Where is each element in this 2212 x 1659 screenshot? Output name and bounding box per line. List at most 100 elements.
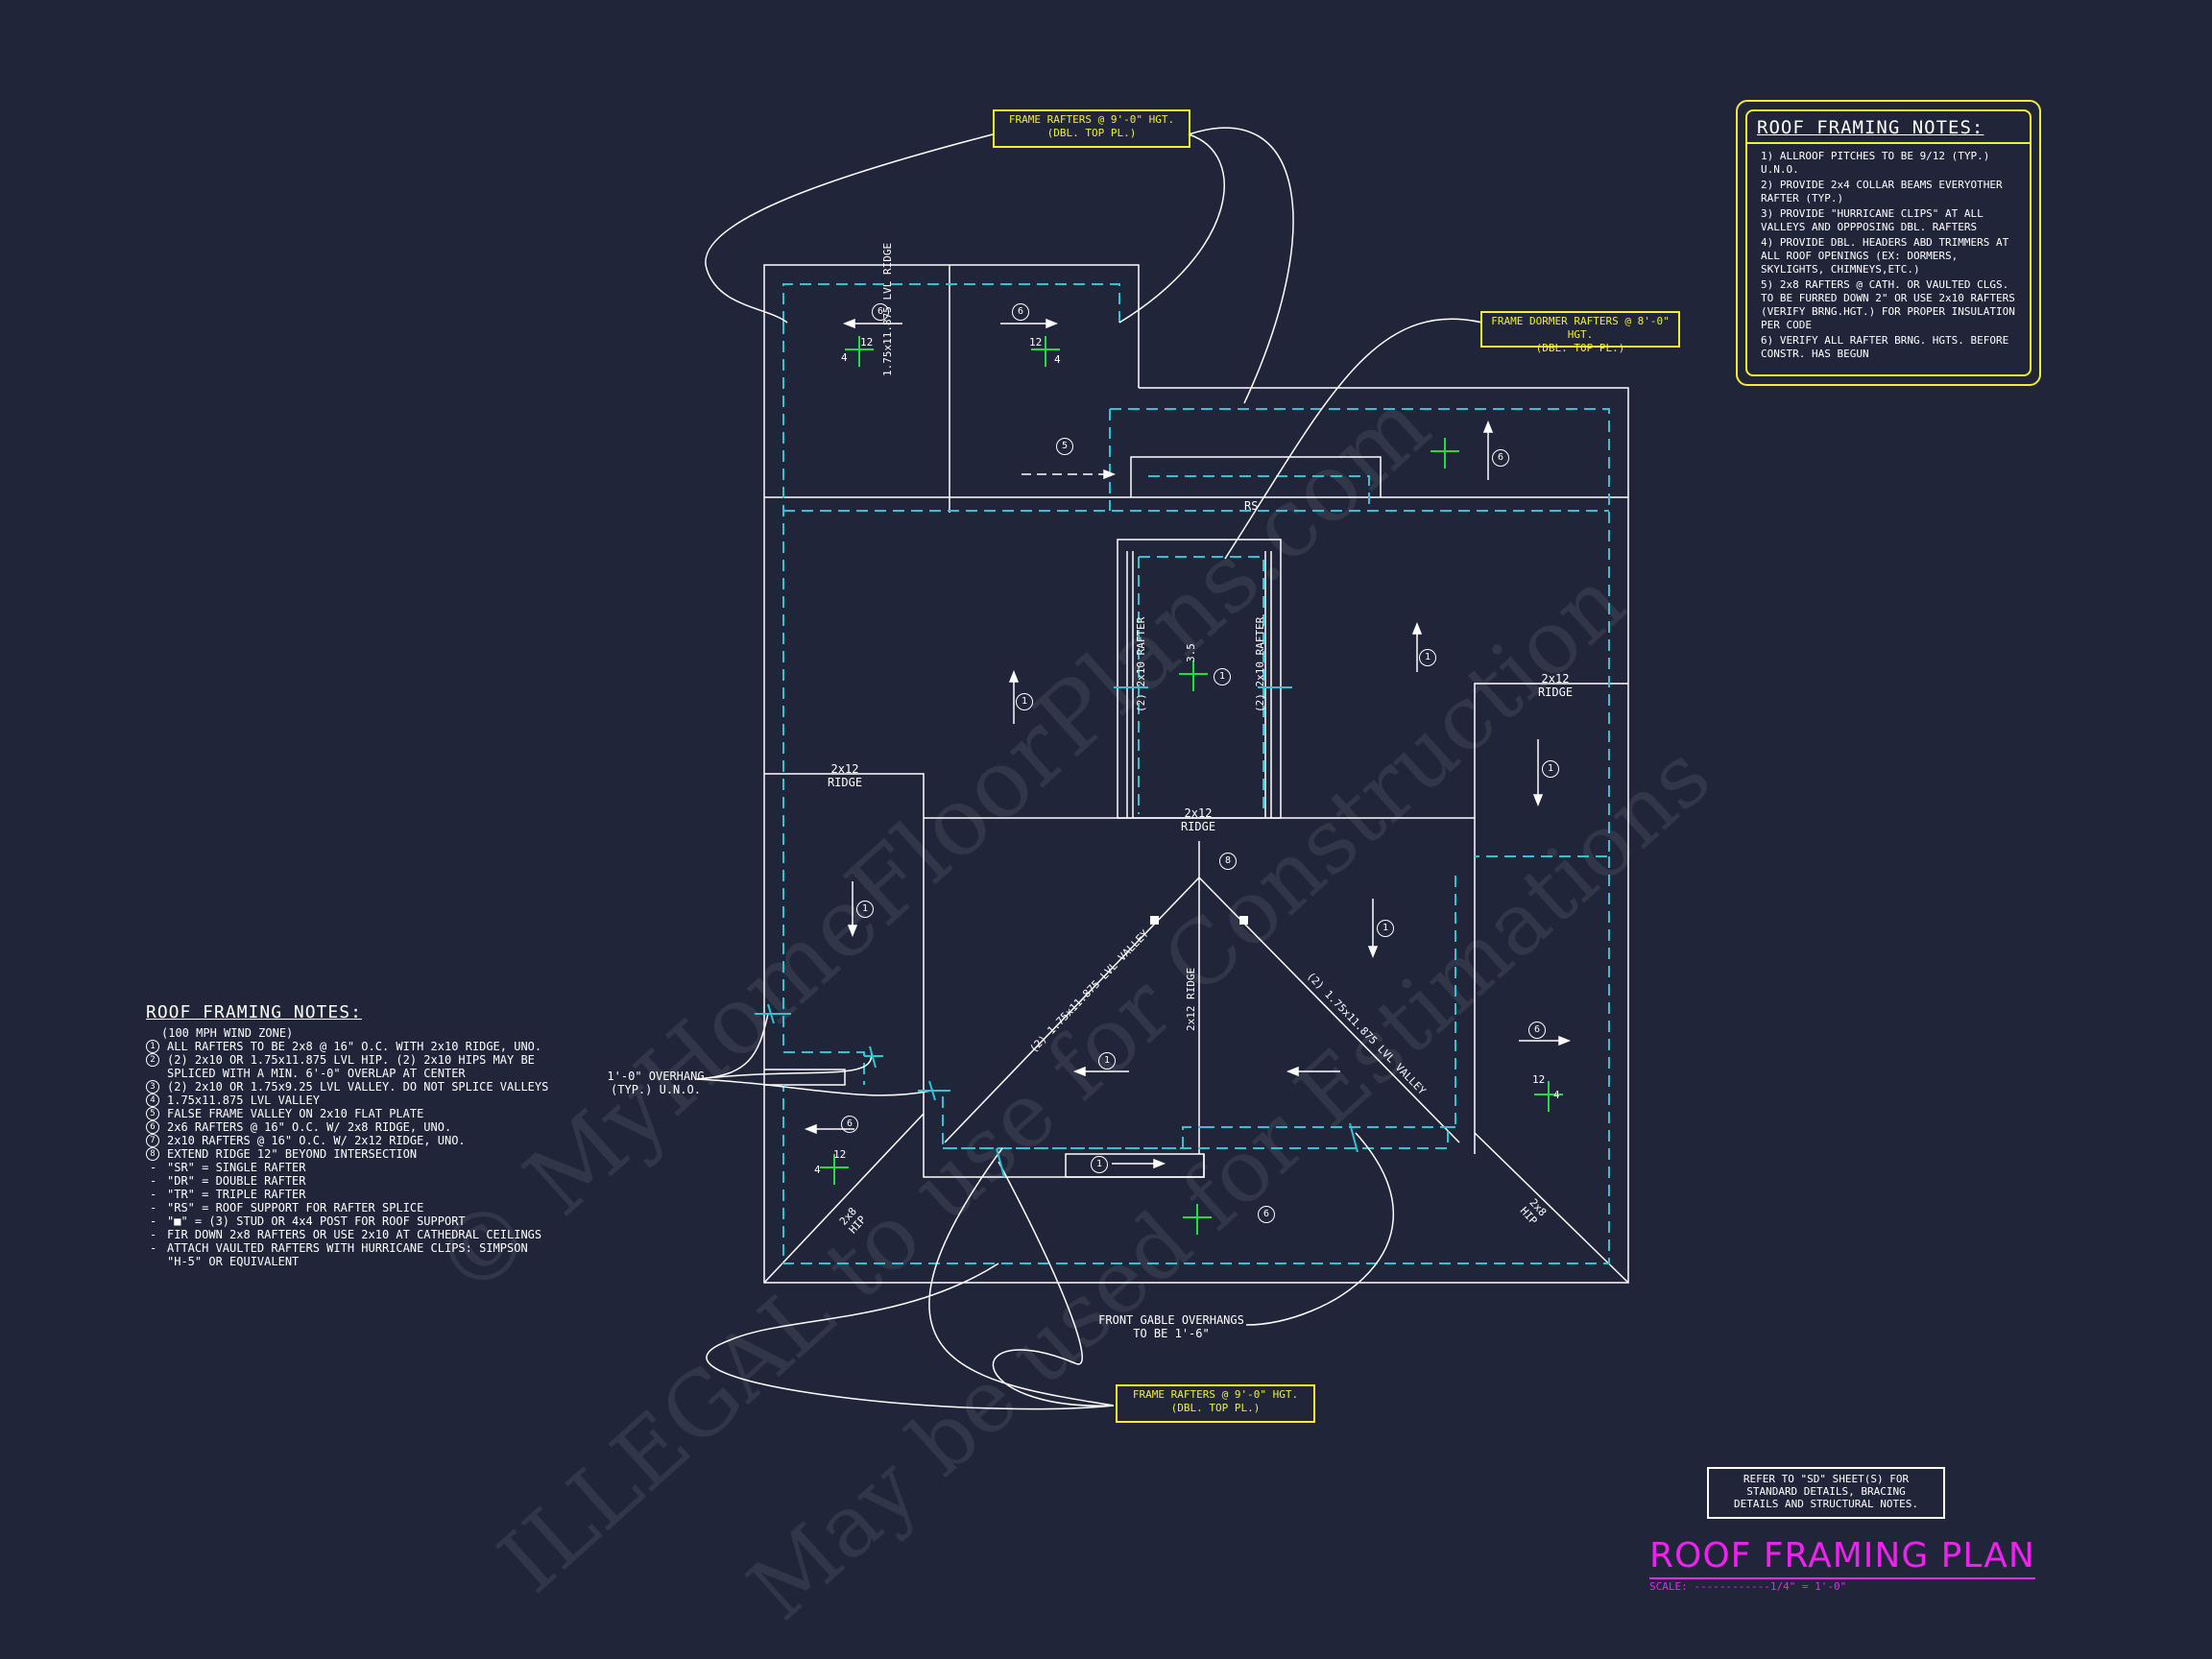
refer-sd-note: REFER TO "SD" SHEET(S) FOR STANDARD DETA…: [1707, 1467, 1945, 1519]
left-notes-subtitle: (100 MPH WIND ZONE): [161, 1026, 294, 1040]
note-text: "RS" = ROOF SUPPORT FOR RAFTER SPLICE: [167, 1201, 424, 1214]
mark-circle: 6: [1012, 303, 1029, 321]
mark-circle: 1: [1091, 1156, 1108, 1173]
note-text: 2x6 RAFTERS @ 16" O.C. W/ 2x8 RIDGE, UNO…: [167, 1120, 452, 1134]
left-notes-title: ROOF FRAMING NOTES:: [146, 1002, 362, 1022]
note-text: (2) 2x10 OR 1.75x9.25 LVL VALLEY. DO NOT…: [167, 1080, 549, 1094]
clip-marks: [755, 686, 1358, 1178]
left-note-item: -FIR DOWN 2x8 RAFTERS OR USE 2x10 AT CAT…: [146, 1228, 549, 1241]
pitch-rise: 12: [1532, 1073, 1546, 1086]
notes-panel-item: 2) PROVIDE 2x4 COLLAR BEAMS EVERYOTHER R…: [1761, 179, 2003, 204]
note-mark: 8: [146, 1147, 159, 1161]
mark-circle: 1: [1214, 668, 1231, 685]
mark-circle: 1: [1542, 760, 1559, 778]
mark-circle: 6: [841, 1116, 858, 1133]
roof-framing-notes-left: ROOF FRAMING NOTES: (100 MPH WIND ZONE) …: [146, 1002, 549, 1268]
pitch-35-label: 3.5: [1185, 643, 1197, 662]
gable-note-line2: TO BE 1'-6": [1133, 1327, 1210, 1340]
left-note-item: -"RS" = ROOF SUPPORT FOR RAFTER SPLICE: [146, 1201, 549, 1214]
ridge-vertical-label: 2x12 RIDGE: [1185, 967, 1197, 1031]
dormer-callout-line1: FRAME DORMER RAFTERS @ 8'-0" HGT.: [1491, 315, 1670, 341]
left-note-item: 4 1.75x11.875 LVL VALLEY: [146, 1094, 549, 1107]
dormer-callout-line2: (DBL. TOP PL.): [1535, 342, 1625, 354]
roof-framing-notes-panel: ROOF FRAMING NOTES: 1) ALLROOF PITCHES T…: [1736, 100, 2041, 386]
overhang-note-line1: 1'-0" OVERHANG: [607, 1070, 705, 1083]
note-text: FIR DOWN 2x8 RAFTERS OR USE 2x10 AT CATH…: [167, 1228, 542, 1241]
mark-circle: 1: [856, 901, 874, 918]
notes-panel-item: 6) VERIFY ALL RAFTER BRNG. HGTS. BEFORE …: [1761, 334, 2009, 360]
rafter-right-label: (2) 2x10 RAFTER: [1254, 616, 1266, 712]
rs-label: RS: [1244, 499, 1259, 513]
note-mark: -: [150, 1174, 157, 1188]
notes-panel-item: 1) ALLROOF PITCHES TO BE 9/12 (TYP.) U.N…: [1761, 150, 1990, 176]
note-text: ALL RAFTERS TO BE 2x8 @ 16" O.C. WITH 2x…: [167, 1040, 542, 1053]
roof-outline: [763, 264, 1629, 1284]
notes-panel-item: 3) PROVIDE "HURRICANE CLIPS" AT ALL VALL…: [1761, 207, 1984, 233]
leader-lines: [696, 127, 1483, 1410]
notes-panel-list: 1) ALLROOF PITCHES TO BE 9/12 (TYP.) U.N…: [1747, 150, 2030, 361]
note-mark: 5: [146, 1107, 159, 1120]
left-note-item: 7 2x10 RAFTERS @ 16" O.C. W/ 2x12 RIDGE, …: [146, 1134, 549, 1147]
pitch-run: 4: [1553, 1089, 1560, 1101]
pitch-rise: 12: [860, 336, 874, 349]
note-mark: 4: [146, 1094, 159, 1107]
mark-circle: 6: [1258, 1206, 1275, 1223]
mark-circle: 1: [1098, 1052, 1116, 1070]
note-mark: -: [150, 1228, 157, 1241]
note-mark: -: [150, 1188, 157, 1201]
plan-scale: SCALE: ------------1/4" = 1'-0": [1649, 1580, 1847, 1593]
bottom-callout-line1: FRAME RAFTERS @ 9'-0" HGT.: [1132, 1388, 1299, 1401]
pitch-run: 4: [1054, 353, 1061, 366]
note-text: 1.75x11.875 LVL VALLEY: [167, 1094, 320, 1107]
note-mark: 7: [146, 1134, 159, 1147]
pitch-rise: 12: [833, 1148, 847, 1161]
post-marker: [1150, 916, 1159, 925]
left-note-item: -"DR" = DOUBLE RAFTER: [146, 1174, 549, 1188]
mark-circle: 1: [1016, 693, 1033, 710]
note-mark: 6: [146, 1120, 159, 1134]
note-mark: 1: [146, 1040, 159, 1053]
rafter-arrows: [804, 318, 1572, 1169]
left-note-item: -"TR" = TRIPLE RAFTER: [146, 1188, 549, 1201]
note-mark: -: [150, 1241, 157, 1255]
post-marker: [1239, 916, 1248, 925]
note-mark: -: [150, 1214, 157, 1228]
left-note-item: 1 ALL RAFTERS TO BE 2x8 @ 16" O.C. WITH 2…: [146, 1040, 549, 1053]
left-note-item: -ATTACH VAULTED RAFTERS WITH HURRICANE C…: [146, 1241, 549, 1268]
overhang-note-line2: (TYP.) U.N.O.: [611, 1083, 701, 1096]
bottom-callout-line2: (DBL. TOP PL.): [1170, 1402, 1261, 1414]
overhang-note: 1'-0" OVERHANG (TYP.) U.N.O.: [593, 1070, 718, 1096]
top-callout-line1: FRAME RAFTERS @ 9'-0" HGT.: [1008, 113, 1175, 126]
bottom-frame-callout: FRAME RAFTERS @ 9'-0" HGT. (DBL. TOP PL.…: [1116, 1384, 1315, 1423]
mark-circle: 8: [1219, 853, 1237, 870]
refer-line2: STANDARD DETAILS, BRACING: [1746, 1485, 1906, 1498]
pitch-run: 4: [841, 351, 848, 364]
mark-circle: 1: [1419, 649, 1436, 666]
top-frame-callout: FRAME RAFTERS @ 9'-0" HGT. (DBL. TOP PL.…: [993, 109, 1190, 148]
gable-note-line1: FRONT GABLE OVERHANGS: [1098, 1313, 1244, 1327]
pitch-symbols: [820, 336, 1563, 1235]
note-text: ATTACH VAULTED RAFTERS WITH HURRICANE CL…: [167, 1241, 528, 1268]
note-text: "DR" = DOUBLE RAFTER: [167, 1174, 306, 1188]
note-text: "■" = (3) STUD OR 4x4 POST FOR ROOF SUPP…: [167, 1214, 466, 1228]
mark-circle: 1: [1377, 920, 1394, 937]
note-text: "SR" = SINGLE RAFTER: [167, 1161, 306, 1174]
refer-line1: REFER TO "SD" SHEET(S) FOR: [1743, 1473, 1910, 1485]
note-mark: 2: [146, 1053, 159, 1067]
left-note-item: -"■" = (3) STUD OR 4x4 POST FOR ROOF SUP…: [146, 1214, 549, 1228]
note-mark: 3: [146, 1080, 159, 1094]
notes-panel-item: 4) PROVIDE DBL. HEADERS ABD TRIMMERS AT …: [1761, 236, 2009, 276]
notes-panel-title: ROOF FRAMING NOTES:: [1747, 111, 2030, 144]
left-note-item: -"SR" = SINGLE RAFTER: [146, 1161, 549, 1174]
left-note-item: 2(2) 2x10 OR 1.75x11.875 LVL HIP. (2) 2x…: [146, 1053, 549, 1080]
note-text: 2x10 RAFTERS @ 16" O.C. W/ 2x12 RIDGE, U…: [167, 1134, 466, 1147]
gable-note: FRONT GABLE OVERHANGS TO BE 1'-6": [1085, 1313, 1258, 1340]
left-notes-list: 1 ALL RAFTERS TO BE 2x8 @ 16" O.C. WITH 2…: [146, 1040, 549, 1268]
left-note-item: 6 2x6 RAFTERS @ 16" O.C. W/ 2x8 RIDGE, UN…: [146, 1120, 549, 1134]
mark-circle: 6: [1492, 449, 1509, 467]
refer-line3: DETAILS AND STRUCTURAL NOTES.: [1733, 1498, 1919, 1510]
mark-circle: 6: [872, 303, 889, 321]
notes-panel-inner: ROOF FRAMING NOTES: 1) ALLROOF PITCHES T…: [1745, 109, 2032, 376]
